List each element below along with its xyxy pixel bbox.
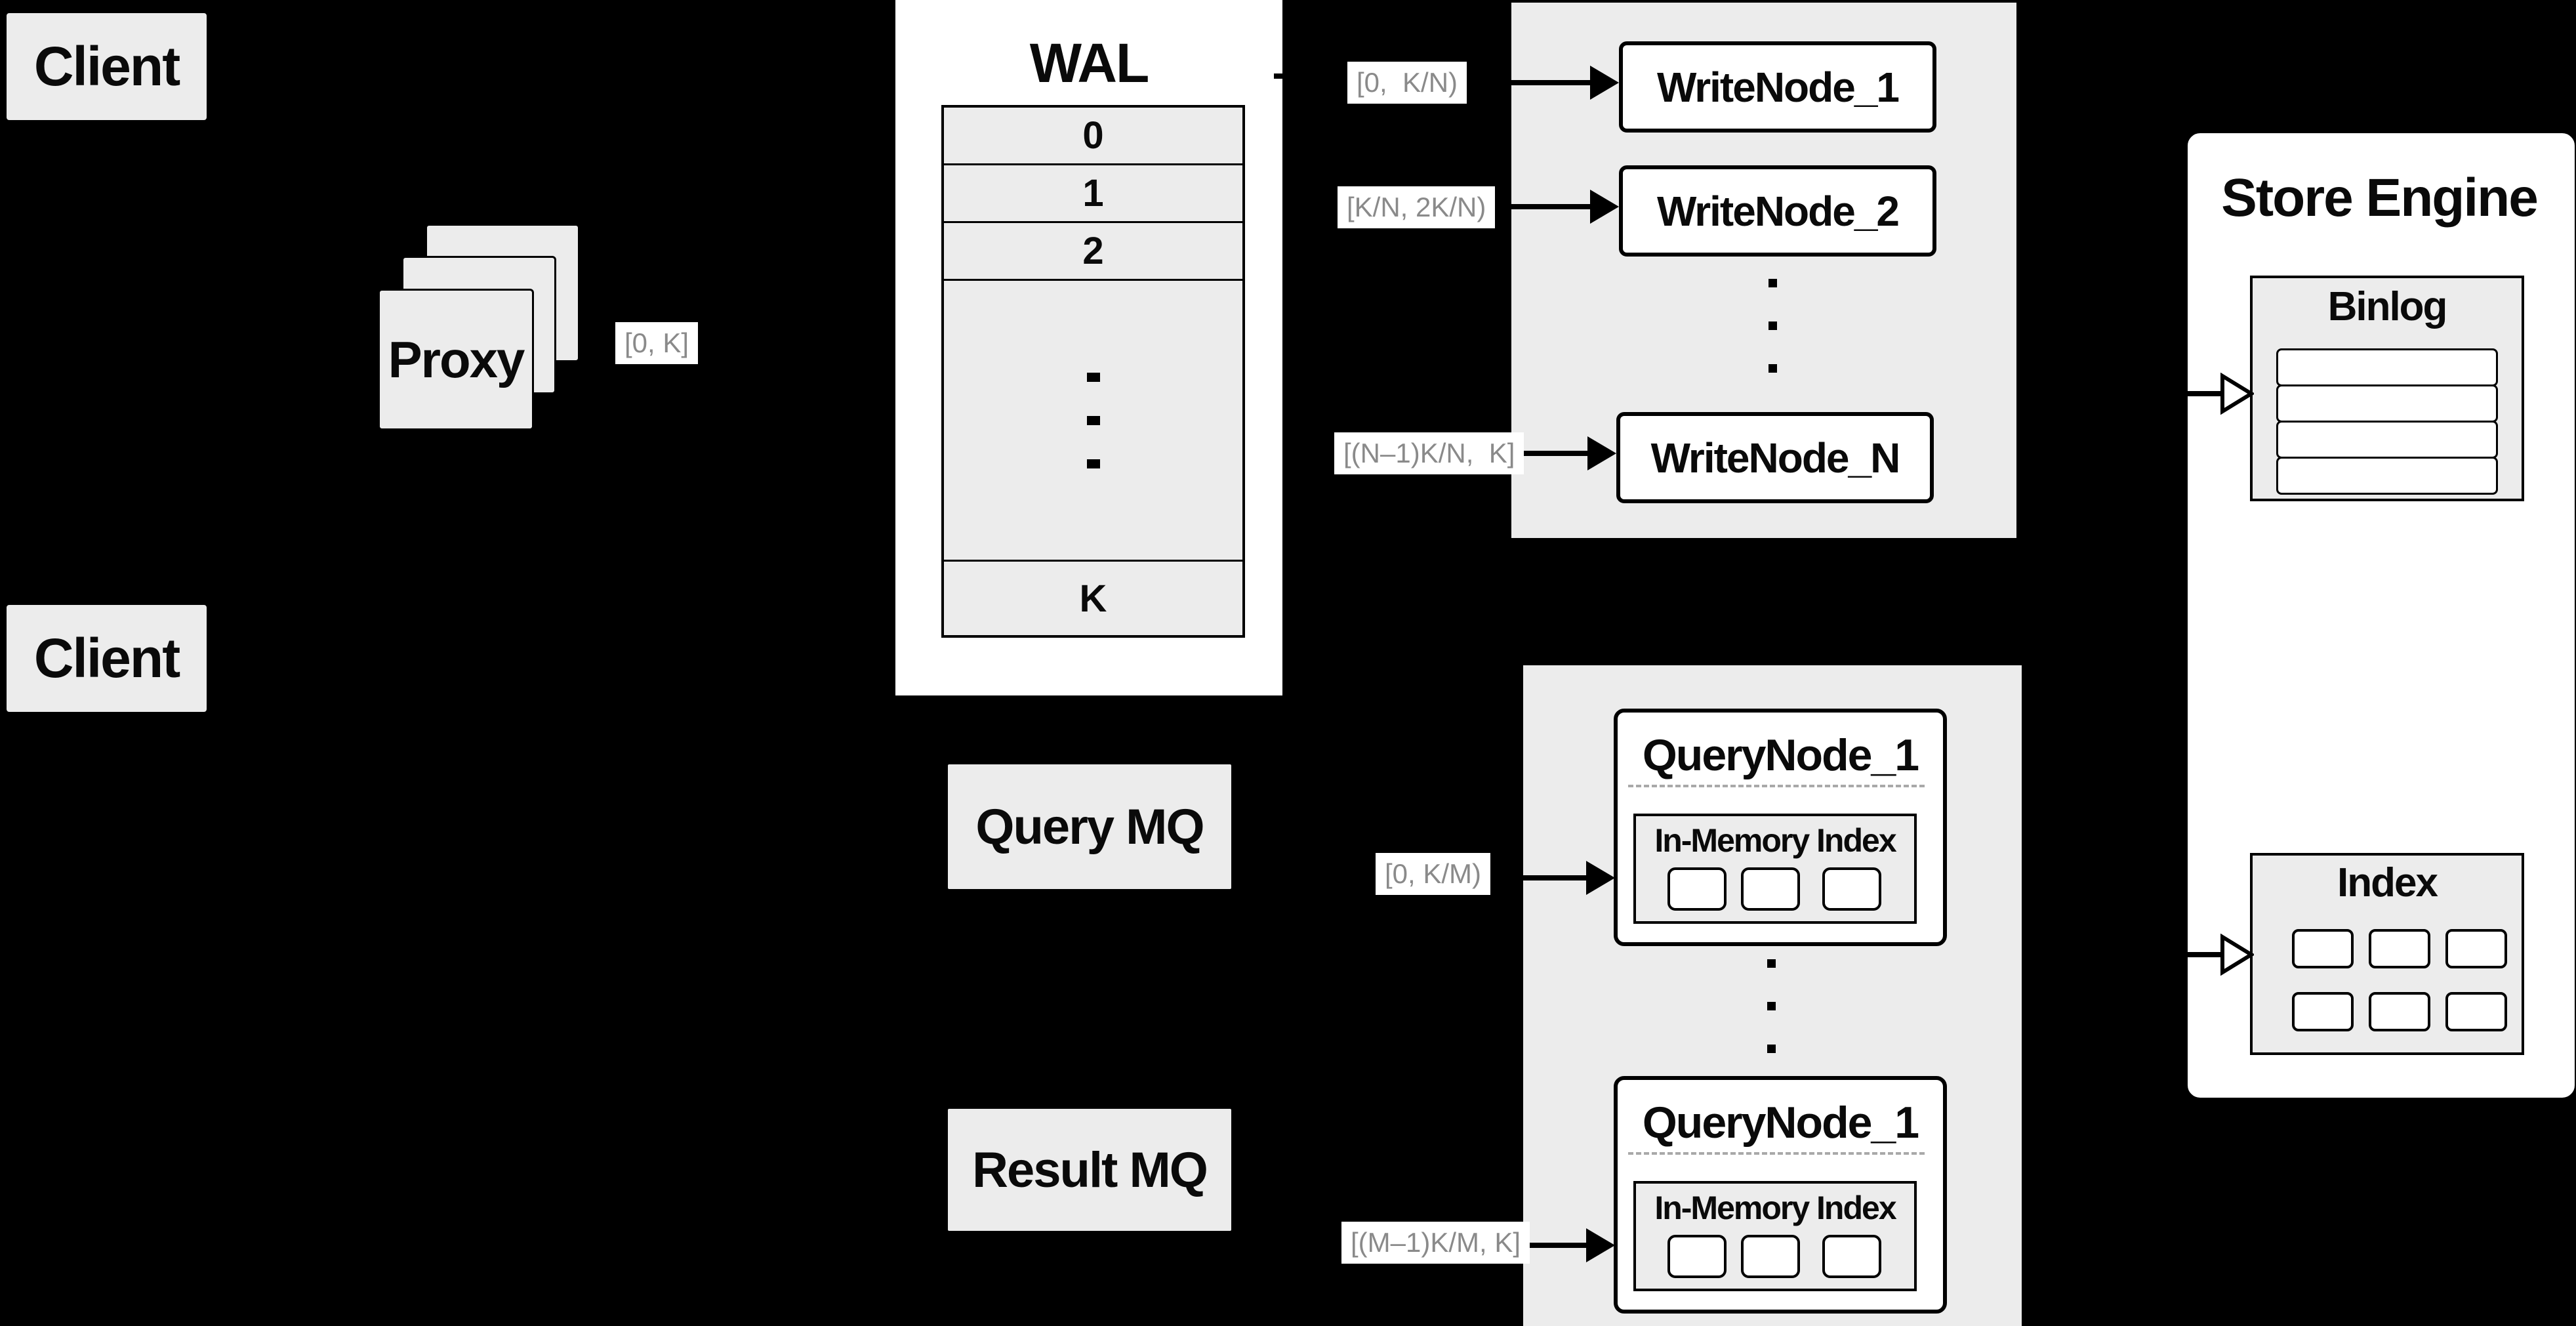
range-label-query-1: [0, K/M) xyxy=(1376,853,1491,895)
query-mq-label: Query MQ xyxy=(975,798,1204,855)
client-top-box: Client xyxy=(5,12,208,121)
index-segment-chip xyxy=(2445,929,2507,968)
segment-chip xyxy=(1822,1235,1881,1278)
segment-chip xyxy=(1741,1235,1800,1278)
open-arrow-to-binlog xyxy=(2186,373,2254,415)
writenode-n-label: WriteNode_N xyxy=(1650,434,1901,482)
arrow-stub-wal-to-writenode xyxy=(1274,73,1283,79)
proxy-box: Proxy xyxy=(378,289,534,430)
writenode-2-label: WriteNode_2 xyxy=(1656,187,1900,235)
binlog-slat xyxy=(2276,348,2498,386)
writenode-1-label: WriteNode_1 xyxy=(1656,63,1900,111)
querynode-top-label: QueryNode_1 xyxy=(1642,730,1919,780)
range-label-query-m: [(M–1)K/M, K] xyxy=(1341,1222,1530,1264)
querynode-bottom-label: QueryNode_1 xyxy=(1642,1098,1919,1148)
result-mq-label: Result MQ xyxy=(972,1142,1208,1198)
wal-row-ellipsis xyxy=(944,281,1242,562)
index-title: Index xyxy=(2337,860,2438,905)
wal-row-k: K xyxy=(944,562,1242,635)
index-segment-chip xyxy=(2369,992,2430,1031)
arrow-to-querynode-top xyxy=(1523,861,1615,895)
client-bottom-label: Client xyxy=(33,627,180,689)
query-mq-box: Query MQ xyxy=(947,763,1233,890)
ellipsis-dots-writenodes xyxy=(1768,279,1777,373)
segment-chip xyxy=(1667,1235,1727,1278)
ellipsis-dots-querynodes xyxy=(1767,959,1776,1053)
binlog-slat xyxy=(2276,384,2498,423)
open-arrow-to-index xyxy=(2186,934,2254,976)
range-label-proxy-to-wal: [0, K] xyxy=(615,322,699,364)
querynode-bottom-divider xyxy=(1628,1152,1925,1155)
wal-segment-table: 0 1 2 K xyxy=(941,105,1245,638)
binlog-slats xyxy=(2276,348,2498,495)
segment-chip xyxy=(1822,867,1881,911)
binlog-title: Binlog xyxy=(2327,284,2448,329)
arrow-to-querynode-bottom xyxy=(1523,1228,1615,1262)
querynode-top-divider xyxy=(1628,785,1925,787)
client-top-label: Client xyxy=(33,35,180,97)
segment-chip xyxy=(1741,867,1800,911)
index-segment-chip xyxy=(2445,992,2507,1031)
segment-chip xyxy=(1667,867,1727,911)
inmemory-index-top-box: In-Memory Index xyxy=(1633,814,1917,924)
wal-row-1: 1 xyxy=(944,165,1242,223)
binlog-slat xyxy=(2276,457,2498,495)
writenode-1-box: WriteNode_1 xyxy=(1619,41,1936,133)
inmemory-index-bottom-box: In-Memory Index xyxy=(1633,1181,1917,1291)
arrow-to-writenode-1 xyxy=(1511,66,1619,100)
ellipsis-dots-wal xyxy=(1086,372,1100,468)
index-segment-chip xyxy=(2369,929,2430,968)
proxy-label: Proxy xyxy=(388,330,525,388)
arrow-to-writenode-n xyxy=(1511,436,1616,470)
range-label-write-1: [0, K/N) xyxy=(1347,62,1467,104)
range-label-write-n: [(N–1)K/N, K] xyxy=(1334,432,1524,474)
binlog-slat xyxy=(2276,421,2498,459)
writenode-2-box: WriteNode_2 xyxy=(1619,165,1936,257)
index-segment-chip xyxy=(2292,929,2354,968)
inmemory-index-bottom-label: In-Memory Index xyxy=(1654,1190,1896,1226)
index-segment-chip xyxy=(2292,992,2354,1031)
range-label-write-2: [K/N, 2K/N) xyxy=(1338,186,1496,228)
index-box: Index xyxy=(2250,853,2524,1055)
binlog-box: Binlog xyxy=(2250,276,2524,501)
store-engine-title: Store Engine xyxy=(2221,168,2539,228)
result-mq-box: Result MQ xyxy=(947,1108,1233,1232)
wal-row-0: 0 xyxy=(944,108,1242,165)
writenode-n-box: WriteNode_N xyxy=(1616,412,1934,503)
inmemory-index-top-label: In-Memory Index xyxy=(1654,822,1896,859)
client-bottom-box: Client xyxy=(5,604,208,713)
wal-title: WAL xyxy=(1029,32,1150,94)
arrow-to-writenode-2 xyxy=(1511,190,1619,224)
wal-row-2: 2 xyxy=(944,223,1242,281)
